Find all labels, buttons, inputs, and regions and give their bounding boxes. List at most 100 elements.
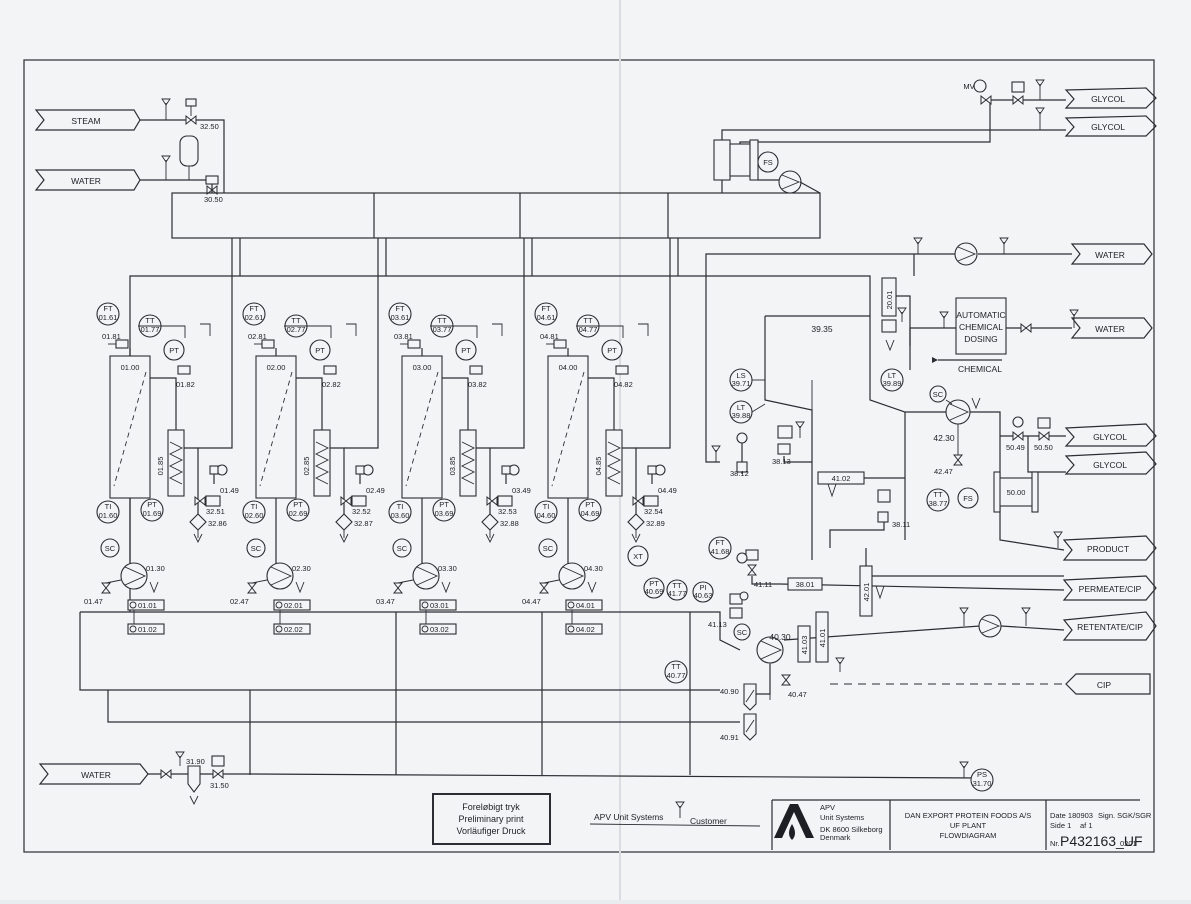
water-r1-label: WATER [1095, 250, 1125, 260]
indicator-1-tag: 02.01 [284, 601, 303, 610]
pt2-tag: 01.69 [143, 509, 162, 518]
filter-tag: 32.88 [500, 519, 519, 528]
indicator-2-tag: 02.02 [284, 625, 303, 634]
cv-tag: 01.49 [220, 486, 239, 495]
drain-tag: 01.47 [84, 597, 103, 606]
glycol-outlet-1: GLYCOL [1064, 87, 1157, 109]
glycol-1-label: GLYCOL [1091, 94, 1125, 104]
water-stream-right-2: WATER [1006, 309, 1153, 339]
sc-instrument: SC [105, 544, 116, 553]
cip-inlet: CIP [1065, 673, 1151, 695]
stamp-line-3: Vorläufiger Druck [456, 826, 526, 836]
water-r2-label: WATER [1095, 324, 1125, 334]
tag-38-01: 38.01 [796, 580, 815, 589]
tag-42-30: 42.30 [933, 433, 955, 443]
company-line-1: APV [820, 803, 835, 812]
pt2-instrument: PT [147, 500, 157, 509]
glycol-3-label: GLYCOL [1093, 432, 1127, 442]
tt-tag: 03.77 [433, 325, 452, 334]
glycol-2-label: GLYCOL [1091, 122, 1125, 132]
tag-38-12: 38.12 [730, 469, 749, 478]
module-tag: 02.00 [267, 363, 286, 372]
sc-instrument: SC [251, 544, 262, 553]
tag-40-47: 40.47 [788, 690, 807, 699]
pt-tag: 04.82 [614, 380, 633, 389]
tt-instrument: TT [291, 316, 301, 325]
pt-tag: 01.82 [176, 380, 195, 389]
tag-42-01: 42.01 [862, 583, 871, 602]
lt-instrument: LT [737, 403, 746, 412]
cv-tag: 03.49 [512, 486, 531, 495]
pt2-tag: 04.69 [581, 509, 600, 518]
tt4-instrument: TT [671, 662, 681, 671]
main-circulation: SC 40.30 40.47 41.03 41.01 38.01 42.01 P… [79, 536, 1066, 775]
indicator-1-tag: 04.01 [576, 601, 595, 610]
ti-tag: 02.60 [245, 511, 264, 520]
indicator-2-tag: 04.02 [576, 625, 595, 634]
ft-instrument: FT [249, 304, 259, 313]
apv-logo [774, 804, 814, 838]
tag-41-68: 41.68 [711, 547, 730, 556]
tag-42-47: 42.47 [934, 467, 953, 476]
tag-39-89: 39.89 [883, 379, 902, 388]
tt-tag: 02.77 [287, 325, 306, 334]
tag-32-50: 32.50 [200, 122, 219, 131]
tag-31-50: 31.50 [210, 781, 229, 790]
pt2-instrument: PT [585, 500, 595, 509]
stamp-line-2: Preliminary print [458, 814, 524, 824]
date-field: Date 180903 [1050, 811, 1093, 820]
tag-39-71: 39.71 [732, 379, 751, 388]
project-line-1: DAN EXPORT PROTEIN FOODS A/S [905, 811, 1031, 820]
tt-instrument: TT [583, 316, 593, 325]
pt2-tag: 02.69 [289, 509, 308, 518]
indicator-2-tag: 03.02 [430, 625, 449, 634]
cip-label: CIP [1097, 680, 1112, 690]
tag-41-03: 41.03 [800, 636, 809, 655]
glycol-outlet-4: GLYCOL [1064, 451, 1157, 475]
tag-40-90: 40.90 [720, 687, 739, 696]
pi-instrument: PI [699, 583, 706, 592]
preliminary-stamp: Foreløbigt tryk Preliminary print Vorläu… [432, 793, 551, 845]
pt-instrument: PT [315, 346, 325, 355]
sc3-instrument: SC [737, 628, 748, 637]
permeate-outlet: PERMEATE/CIP [1062, 575, 1157, 601]
valve-tag: 02.81 [248, 332, 267, 341]
ft-instrument: FT [103, 304, 113, 313]
cv2-tag: 32.51 [206, 507, 225, 516]
glycol-outlet-2: GLYCOL [1064, 115, 1157, 137]
ti-instrument: TI [251, 502, 258, 511]
filter-tag: 32.89 [646, 519, 665, 528]
tag-31-90: 31.90 [186, 757, 205, 766]
title-block: APV Unit Systems DK 8600 Silkeborg Denma… [771, 799, 1152, 850]
cv2-tag: 32.54 [644, 507, 663, 516]
tag-40-91: 40.91 [720, 733, 739, 742]
retentate-label: RETENTATE/CIP [1077, 622, 1143, 632]
side-field: Side 1 [1050, 821, 1071, 830]
hx-tag: 01.85 [156, 457, 165, 476]
ft2-instrument: FT [715, 538, 725, 547]
tt-instrument: TT [437, 316, 447, 325]
ti-instrument: TI [397, 502, 404, 511]
pump-tag: 02.30 [292, 564, 311, 573]
valve-tag: 04.81 [540, 332, 559, 341]
xt-instrument: XT [633, 552, 643, 561]
balance-tank: 39.35 20.01 LS 39.71 LT 39.88 LT 39.89 3… [129, 254, 915, 612]
legend-apv: APV Unit Systems [594, 812, 663, 822]
tt-tag: 04.77 [579, 325, 598, 334]
chemical-dosing: AUTOMATIC CHEMICAL DOSING CHEMICAL [909, 297, 1007, 374]
drawing-frame [23, 59, 1155, 853]
tag-31-70: 31.70 [973, 779, 992, 788]
product-label: PRODUCT [1087, 544, 1129, 554]
cv-tag: 04.49 [658, 486, 677, 495]
ft-instrument: FT [395, 304, 405, 313]
indicator-2-tag: 01.02 [138, 625, 157, 634]
sign-field: Sign. SGK/SGR [1098, 811, 1152, 820]
water-inlet-label: WATER [71, 176, 101, 186]
nr-label: Nr. [1050, 839, 1060, 848]
pt-instrument: PT [461, 346, 471, 355]
hx-tag: 02.85 [302, 457, 311, 476]
tag-41-77: 41.77 [668, 589, 687, 598]
